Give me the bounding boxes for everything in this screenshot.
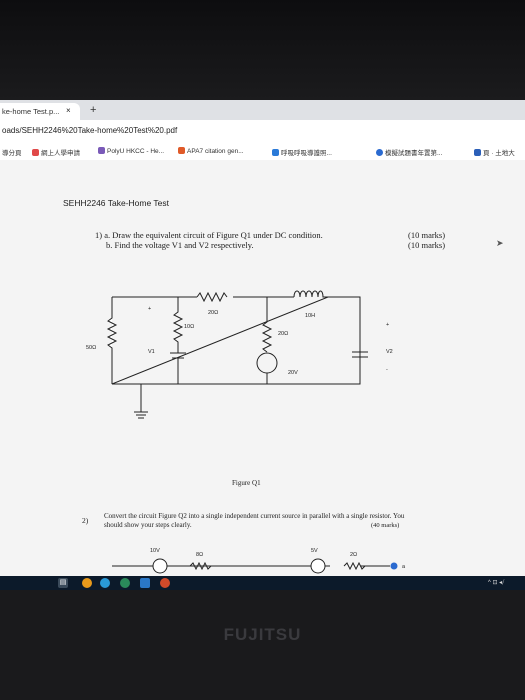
address-bar[interactable]: oads/SEHH2246%20Take-home%20Test%20.pdf xyxy=(0,120,525,143)
mail-icon[interactable] xyxy=(140,578,150,588)
figure-q2-circuit xyxy=(112,558,398,574)
bookmark-item[interactable]: 呼吸呼吸導護照... xyxy=(272,147,332,157)
globe-icon xyxy=(32,149,39,156)
bookmark-item[interactable]: 網上人學申請 xyxy=(32,147,80,157)
label-q2-src1: 10V xyxy=(150,548,160,554)
calendar-icon xyxy=(272,149,279,156)
brand-logo: FUJITSU xyxy=(223,625,302,644)
screen: ke-home Test.p... × + oads/SEHH2246%20Ta… xyxy=(0,100,525,590)
label-q2-node: a xyxy=(402,564,406,570)
q1-part-b: b. Find the voltage V1 and V2 respective… xyxy=(106,240,254,250)
question-2: Convert the circuit Figure Q2 into a sin… xyxy=(104,512,405,529)
tab-pdf[interactable]: ke-home Test.p... × xyxy=(0,103,80,120)
photos-icon[interactable] xyxy=(82,578,92,588)
label-inductor: 10H xyxy=(305,313,315,319)
system-tray[interactable]: ^ ⊡ ◂⧸ xyxy=(488,580,505,586)
new-tab-button[interactable]: + xyxy=(90,104,97,116)
file-explorer-icon[interactable]: ▤ xyxy=(58,578,68,588)
browser-icon[interactable] xyxy=(100,578,110,588)
taskbar: ▤ ^ ⊡ ◂⧸ xyxy=(0,576,525,590)
mouse-cursor-icon: ➤ xyxy=(496,238,504,248)
figure-caption: Figure Q1 xyxy=(232,479,261,487)
pdf-viewer: SEHH2246 Take-Home Test 1) a. Draw the e… xyxy=(0,160,525,576)
q2-number: 2) xyxy=(82,516,89,525)
plus-sign: + xyxy=(386,322,389,328)
label-v2: V2 xyxy=(386,349,393,355)
q1-marks: (10 marks) (10 marks) xyxy=(408,230,445,250)
link-icon xyxy=(376,149,383,156)
close-icon[interactable]: × xyxy=(66,106,71,115)
tab-title: ke-home Test.p... xyxy=(2,107,60,116)
document-title: SEHH2246 Take-Home Test xyxy=(63,198,169,208)
label-v1: V1 xyxy=(148,349,155,355)
chrome-icon[interactable] xyxy=(120,578,130,588)
cb-icon xyxy=(474,149,481,156)
minus-sign: - xyxy=(386,367,388,373)
app-icon[interactable] xyxy=(160,578,170,588)
bookmark-item[interactable]: 頁 · 土地大 xyxy=(474,147,515,157)
label-q2-r2: 2Ω xyxy=(350,552,357,558)
q1-marks-a: (10 marks) xyxy=(408,230,446,240)
monitor-bezel-top xyxy=(0,0,525,100)
label-q2-r1: 8Ω xyxy=(196,552,203,558)
figure-q1-circuit: 20Ω 10H 10Ω 20Ω 50Ω V1 V2 20V + + - xyxy=(86,290,406,574)
q1-part-a: 1) a. Draw the equivalent circuit of Fig… xyxy=(95,230,323,240)
bookmarks-bar: 導分頁 網上人學申請 PolyU HKCC - He... APA7 citat… xyxy=(0,142,525,161)
plus-sign: + xyxy=(148,306,151,312)
label-r-top: 20Ω xyxy=(208,310,218,316)
label-r-mid: 20Ω xyxy=(278,331,288,337)
bookmark-item[interactable]: APA7 citation gen... xyxy=(178,147,244,155)
bookmark-item[interactable]: PolyU HKCC - He... xyxy=(98,147,164,155)
browser-tab-bar: ke-home Test.p... × + xyxy=(0,100,525,120)
question-1: 1) a. Draw the equivalent circuit of Fig… xyxy=(95,230,323,250)
q2-marks: (40 marks) xyxy=(371,522,400,529)
monitor-bezel-bottom: FUJITSU xyxy=(0,590,525,700)
label-r-10: 10Ω xyxy=(184,324,194,330)
q1-marks-b: (10 marks) xyxy=(408,240,446,250)
bookmark-item[interactable]: 導分頁 xyxy=(2,150,22,157)
bookmark-item[interactable]: 模擬試題書年置第... xyxy=(376,147,442,157)
label-r-50: 50Ω xyxy=(86,345,96,351)
url-text: oads/SEHH2246%20Take-home%20Test%20.pdf xyxy=(2,126,178,135)
label-q2-src2: 5V xyxy=(311,548,318,554)
pencil-icon xyxy=(178,147,185,154)
label-source: 20V xyxy=(288,370,298,376)
polyu-icon xyxy=(98,147,105,154)
